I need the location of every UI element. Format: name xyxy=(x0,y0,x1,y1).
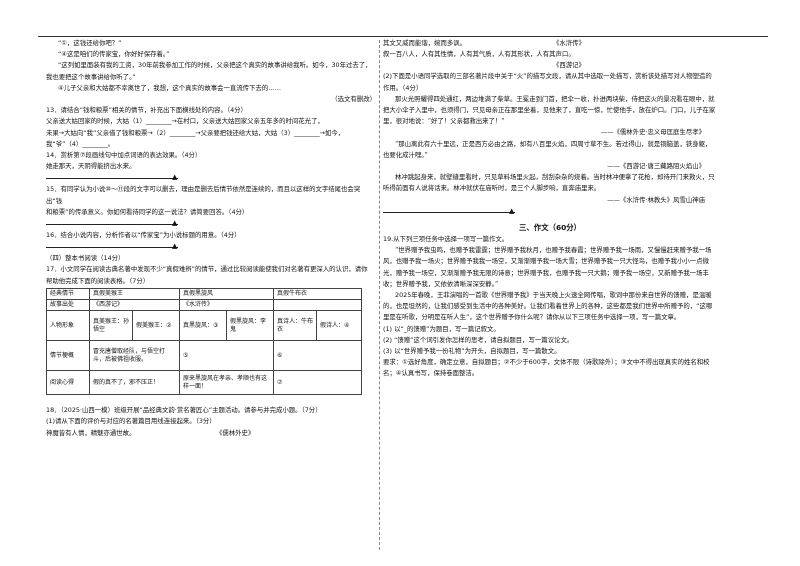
passage-1-source: ——《儒林外史·忠义母匡庭生尽孝》 xyxy=(600,128,705,137)
task-2: (2) “馈赠”这个词引发你怎样的思考，请自拟题目，写一篇议论文。 xyxy=(383,335,574,344)
column-divider xyxy=(379,40,380,550)
section-3-heading: 三、作文（60分） xyxy=(518,222,582,232)
q18-prompt-2: (1)请从下面的评价与对应的名著篇目用线连接起来。（3分） xyxy=(46,417,216,426)
table-cell: ⑦ xyxy=(273,370,362,396)
table-cell: 假美猴王：② xyxy=(132,310,180,342)
table-cell: 假的真不了，邪不压正！ xyxy=(89,370,180,396)
table-cell: 真美猴王：孙悟空 xyxy=(89,310,133,342)
table-cell: 真假美猴王 xyxy=(89,287,180,301)
para-a: “①，这钱还给你吧？” xyxy=(58,39,122,47)
match-book[interactable]: 《水浒传》 xyxy=(553,39,585,47)
para-d: ④儿子父亲和大姑都不幸离世了，我想，这个真实的故事会一直流传下去的…… xyxy=(58,83,282,92)
match-row: 叙一百八人，人有其性情，人有其气质，人有其形状，人有其声口。 《西游记》 xyxy=(383,49,717,69)
poem-lyrics: “世界赠予我虫鸣，也赠予我雷霆；世界赠予我秋月，也赠予我春霞；世界赠予我一场雨，… xyxy=(383,246,712,288)
top-rule xyxy=(38,36,768,37)
q17-prompt-1: 17．小文同学在阅读古典名著中发现不少“真假难辨”的情节，通过比较阅读能使我们对… xyxy=(46,265,368,274)
table-cell: ⑤ xyxy=(179,340,274,372)
source-note: （选文有删改） xyxy=(331,95,376,104)
answer-line[interactable]: ▲ xyxy=(383,206,717,218)
match-comment: 叙一百八人，人有其性情，人有其气质，人有其形状，人有其声口。 xyxy=(383,50,575,59)
q13-line2: 未果→大姑向“我”父亲借了钱和粮票→（2）________→父亲要把钱还给大姑，… xyxy=(46,128,345,137)
table-cell xyxy=(273,299,362,312)
passage-3-source: ——《水浒传·林教头》风雪山神庙 xyxy=(607,195,705,204)
q13-prompt: 13．请结合“钱和粮票”相关的情节，补充出下面横线处的内容。（4分） xyxy=(46,106,247,115)
q18-2-prompt: (2)下面是小语同学选取的三部名著片段中关于“火”的描写文段，请从其中选取一处描… xyxy=(383,72,712,92)
table-cell: 情节梗概 xyxy=(46,340,90,372)
section-4-heading: （四）整本书阅读（14分） xyxy=(46,254,125,263)
q18-book[interactable]: 《儒林外史》 xyxy=(216,428,255,437)
q18-match-row: 神魔皆有人情，精魅亦通世故。 《儒林外史》 xyxy=(46,428,376,439)
passage-1: 那火光照耀得四处通红，两边堆满了柴草。王冕走到门首，把伞一收，扑进两块柴，侍把这… xyxy=(383,94,716,126)
task-1: (1) 以“_的馈赠”为题目，写一篇记叙文。 xyxy=(383,324,500,333)
table-cell: 冒充唐僧取经队，与悟空打斗，后被佛祖收服。 xyxy=(89,340,180,372)
table-cell: 故事出处 xyxy=(46,299,90,312)
table-row: 经典情节 真假美猴王 真假黑旋风 真假牛布衣 xyxy=(46,287,362,301)
table-row: 人物形象 真美猴王：孙悟空 假美猴王：② 真黑旋风：③ 假黑旋风：李鬼 真诗人：… xyxy=(46,310,362,342)
match-book[interactable]: 《西游记》 xyxy=(553,61,585,70)
table-row: 故事出处 《西游记》 《水浒传》 xyxy=(46,299,362,312)
table-cell: 经典情节 xyxy=(46,287,90,301)
essay-requirements: 要求：①选好角度，确定立意，自拟题目；②不少于600字，文体不限（诗歌除外）；③… xyxy=(383,358,710,378)
table-cell: 人物形象 xyxy=(46,310,90,342)
table-cell: 原来黑旋风在孝亲、孝顺也有这样一面！ xyxy=(179,370,274,396)
answer-line[interactable]: ▲ xyxy=(46,218,376,230)
q13-line1: 父亲送大姑回家的时候，大姑（1）________→在村口，父亲送大姑回家父亲五年… xyxy=(46,117,324,126)
q19-prompt: 19.从下列三项任务中选择一项写一篇作文。 xyxy=(383,235,509,244)
match-row: 其文又威而能谐，婉而多讽。 《水浒传》 xyxy=(383,38,717,49)
q18-comment: 神魔皆有人情，精魅亦通世故。 xyxy=(46,428,136,437)
para-c: “这列如里面装有我的工资，30年前我参加工作的时候，父亲把这个真实的故事讲给我听… xyxy=(46,61,372,81)
left-column: “①，这钱还给你吧？” “④这是咱们的传家宝，你好好保存着。” “这列如里面装有… xyxy=(46,38,376,439)
table-cell: ⑥ xyxy=(273,340,362,372)
table-cell: 《水浒传》 xyxy=(179,299,274,312)
task-3: (3) 以“世界赠予我一份礼物”为开头，自拟题目，写一篇散文。 xyxy=(383,347,561,356)
table-cell: 真黑旋风：③ xyxy=(179,310,227,342)
table-row: 阅读心得 假的真不了，邪不压正！ 原来黑旋风在孝亲、孝顺也有这样一面！ ⑦ xyxy=(46,370,362,396)
q14-sentence: 她走那天，天阴得能挤出水来。 xyxy=(46,162,136,171)
q18-prompt-1: 18．（2025·山西一模）班级开展“品经典文韵·赏名著匠心”主题活动。请参与并… xyxy=(46,406,322,415)
q16-prompt: 16．结合小说内容，分析作者以“传家宝”为小说标题的用意。（4分） xyxy=(46,231,241,240)
table-cell: 假诗人：④ xyxy=(316,310,362,342)
q13-line3: 我“爷”（4）________。 xyxy=(46,139,115,148)
para-b: “④这是咱们的传家宝，你好好保存着。” xyxy=(58,50,170,59)
passage-2-source: ——《西游记·唐三藏路阻火焰山》 xyxy=(607,162,705,171)
q14-prompt: 14．赏析第⑦段画线句中加点词语的表达效果。（4分） xyxy=(46,151,202,160)
answer-line[interactable]: ▲ xyxy=(46,241,376,253)
q15-prompt-2: 和粮票”的传承意义。你如何看待同学的这一说法？请简要回答。（4分） xyxy=(46,207,249,216)
table-cell: 《西游记》 xyxy=(89,299,180,312)
passage-2: “那山离此有六十里远，正是西方必由之路，却有八百里火焰，四周寸草不生。若过得山，… xyxy=(383,139,712,159)
table-cell: 假黑旋风：李鬼 xyxy=(226,310,274,342)
table-cell: 真假黑旋风 xyxy=(179,287,274,301)
table-cell: 真诗人：牛布衣 xyxy=(273,310,317,342)
comparison-table: 经典情节 真假美猴王 真假黑旋风 真假牛布衣 故事出处 《西游记》 《水浒传》 … xyxy=(46,287,362,396)
q15-prompt-1: 15．有同学认为小说⑩～⑪段的文字可以删去，理由是删去后情节依然是连续的，而且以… xyxy=(46,185,361,205)
match-comment: 其文又威而能谐，婉而多讽。 xyxy=(383,39,467,47)
passage-3: 林冲跳起身来，就壁缝里看时，只见草料场里火起，刮刮杂杂的烧着。当时林冲便拿了花枪… xyxy=(383,173,715,193)
q17-prompt-2: 帮助他完成下面的阅读表格。（7分） xyxy=(46,276,150,285)
table-cell: 真假牛布衣 xyxy=(273,287,362,301)
table-cell: 阅读心得 xyxy=(46,370,90,396)
table-row: 情节梗概 冒充唐僧取经队，与悟空打斗，后被佛祖收服。 ⑤ ⑥ xyxy=(46,340,362,372)
essay-background: 2025年春晚，王菲演唱的一首歌《世界赠予我》于当天晚上火速全网传唱，歌词中那份… xyxy=(383,291,713,322)
right-column: 其文又威而能谐，婉而多讽。 《水浒传》 叙一百八人，人有其性情，人有其气质，人有… xyxy=(383,38,717,380)
answer-line[interactable]: ▲ xyxy=(46,172,376,184)
